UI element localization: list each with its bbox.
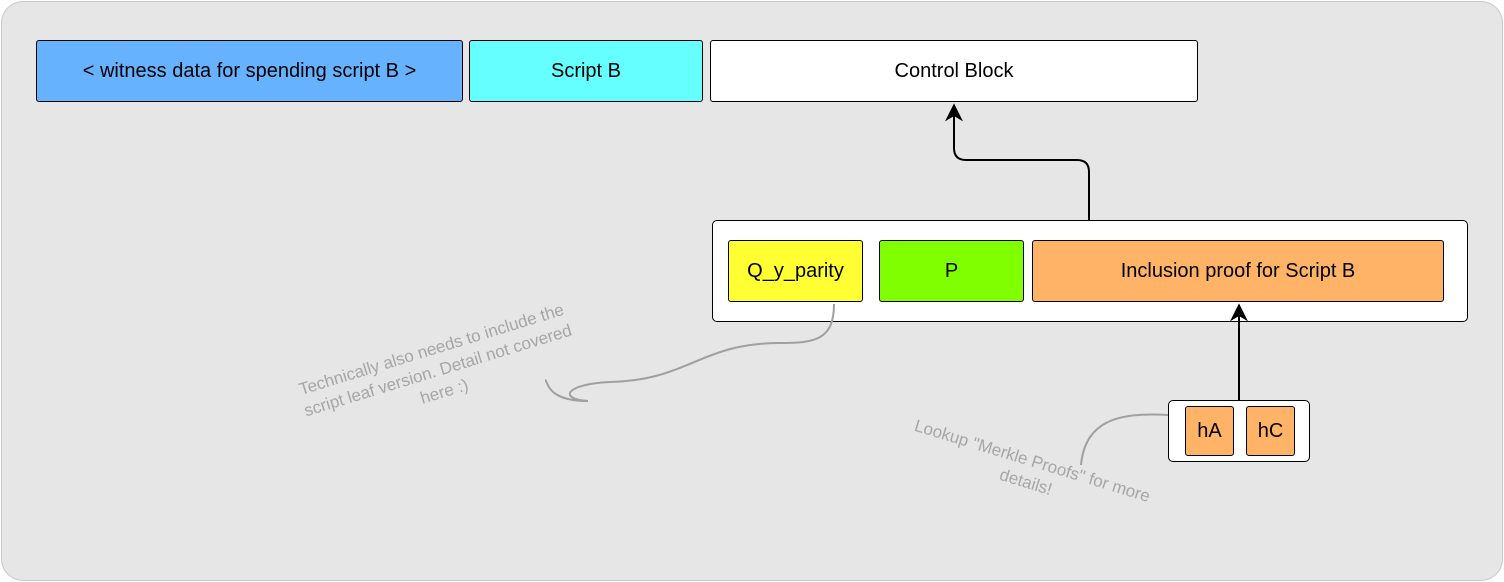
ha-label: hA	[1197, 419, 1222, 442]
hc-box: hC	[1246, 406, 1295, 456]
q-y-parity-box: Q_y_parity	[728, 240, 863, 302]
script-b-box: Script B	[469, 40, 703, 102]
control-block-arrow	[945, 103, 1090, 220]
inclusion-proof-box: Inclusion proof for Script B	[1032, 240, 1444, 302]
inclusion-proof-label: Inclusion proof for Script B	[1120, 259, 1356, 282]
leaf-version-note-curve	[544, 303, 835, 402]
hc-label: hC	[1257, 419, 1284, 442]
p-box: P	[879, 240, 1024, 302]
merkle-note-curve	[1080, 413, 1169, 466]
control-block-label: Control Block	[894, 59, 1014, 82]
witness-data-box: < witness data for spending script B >	[36, 40, 463, 102]
q-y-parity-label: Q_y_parity	[747, 259, 844, 282]
p-label: P	[944, 259, 959, 282]
ha-box: hA	[1185, 406, 1234, 456]
witness-data-label: < witness data for spending script B >	[82, 59, 417, 82]
control-block-box: Control Block	[710, 40, 1198, 102]
script-b-label: Script B	[550, 59, 622, 82]
